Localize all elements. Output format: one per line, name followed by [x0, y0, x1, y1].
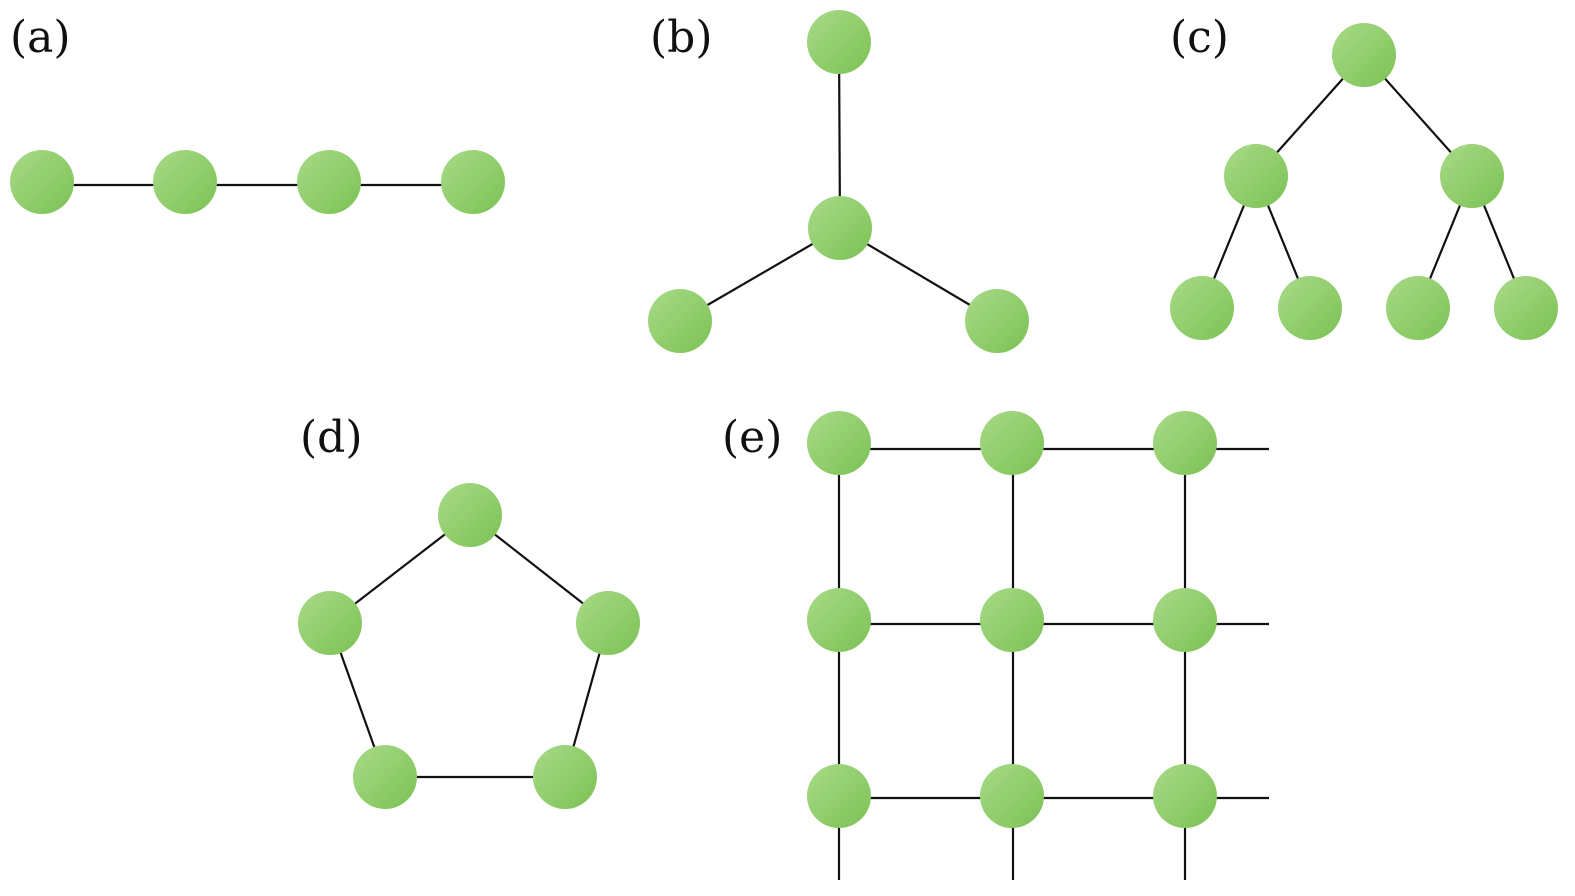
graph-node: [1170, 276, 1234, 340]
graph-node: [10, 150, 74, 214]
graph-node: [533, 745, 597, 809]
panel-label-c: (c): [1170, 12, 1229, 63]
graph-node: [980, 411, 1044, 475]
graph-node: [576, 591, 640, 655]
panel-label-e: (e): [722, 412, 782, 463]
panel-b-star-graph: [648, 10, 1029, 353]
graph-node: [807, 411, 871, 475]
graph-node: [1153, 764, 1217, 828]
graph-node: [153, 150, 217, 214]
graph-node: [1153, 588, 1217, 652]
graph-node: [441, 150, 505, 214]
graph-node: [297, 150, 361, 214]
graph-node: [1494, 276, 1558, 340]
panel-label-d: (d): [300, 412, 363, 463]
graph-node: [1278, 276, 1342, 340]
graph-node: [298, 591, 362, 655]
graph-node: [1332, 23, 1396, 87]
panel-label-b: (b): [650, 12, 713, 63]
panel-label-a: (a): [10, 12, 71, 63]
graph-node: [353, 745, 417, 809]
graph-node: [1386, 276, 1450, 340]
graph-node: [1153, 411, 1217, 475]
panel-d-cycle-graph: [298, 483, 640, 809]
graph-node: [807, 764, 871, 828]
graph-node: [808, 196, 872, 260]
graph-node: [807, 10, 871, 74]
graph-node: [965, 289, 1029, 353]
panel-c-binary-tree: [1170, 23, 1558, 340]
graph-node: [807, 588, 871, 652]
graph-node: [1224, 144, 1288, 208]
graph-node: [1440, 144, 1504, 208]
graph-node: [980, 764, 1044, 828]
panel-e-grid-lattice: [807, 411, 1269, 880]
graph-node: [648, 289, 712, 353]
panel-a-path-graph: [10, 150, 505, 214]
graph-node: [980, 588, 1044, 652]
graph-node: [438, 483, 502, 547]
